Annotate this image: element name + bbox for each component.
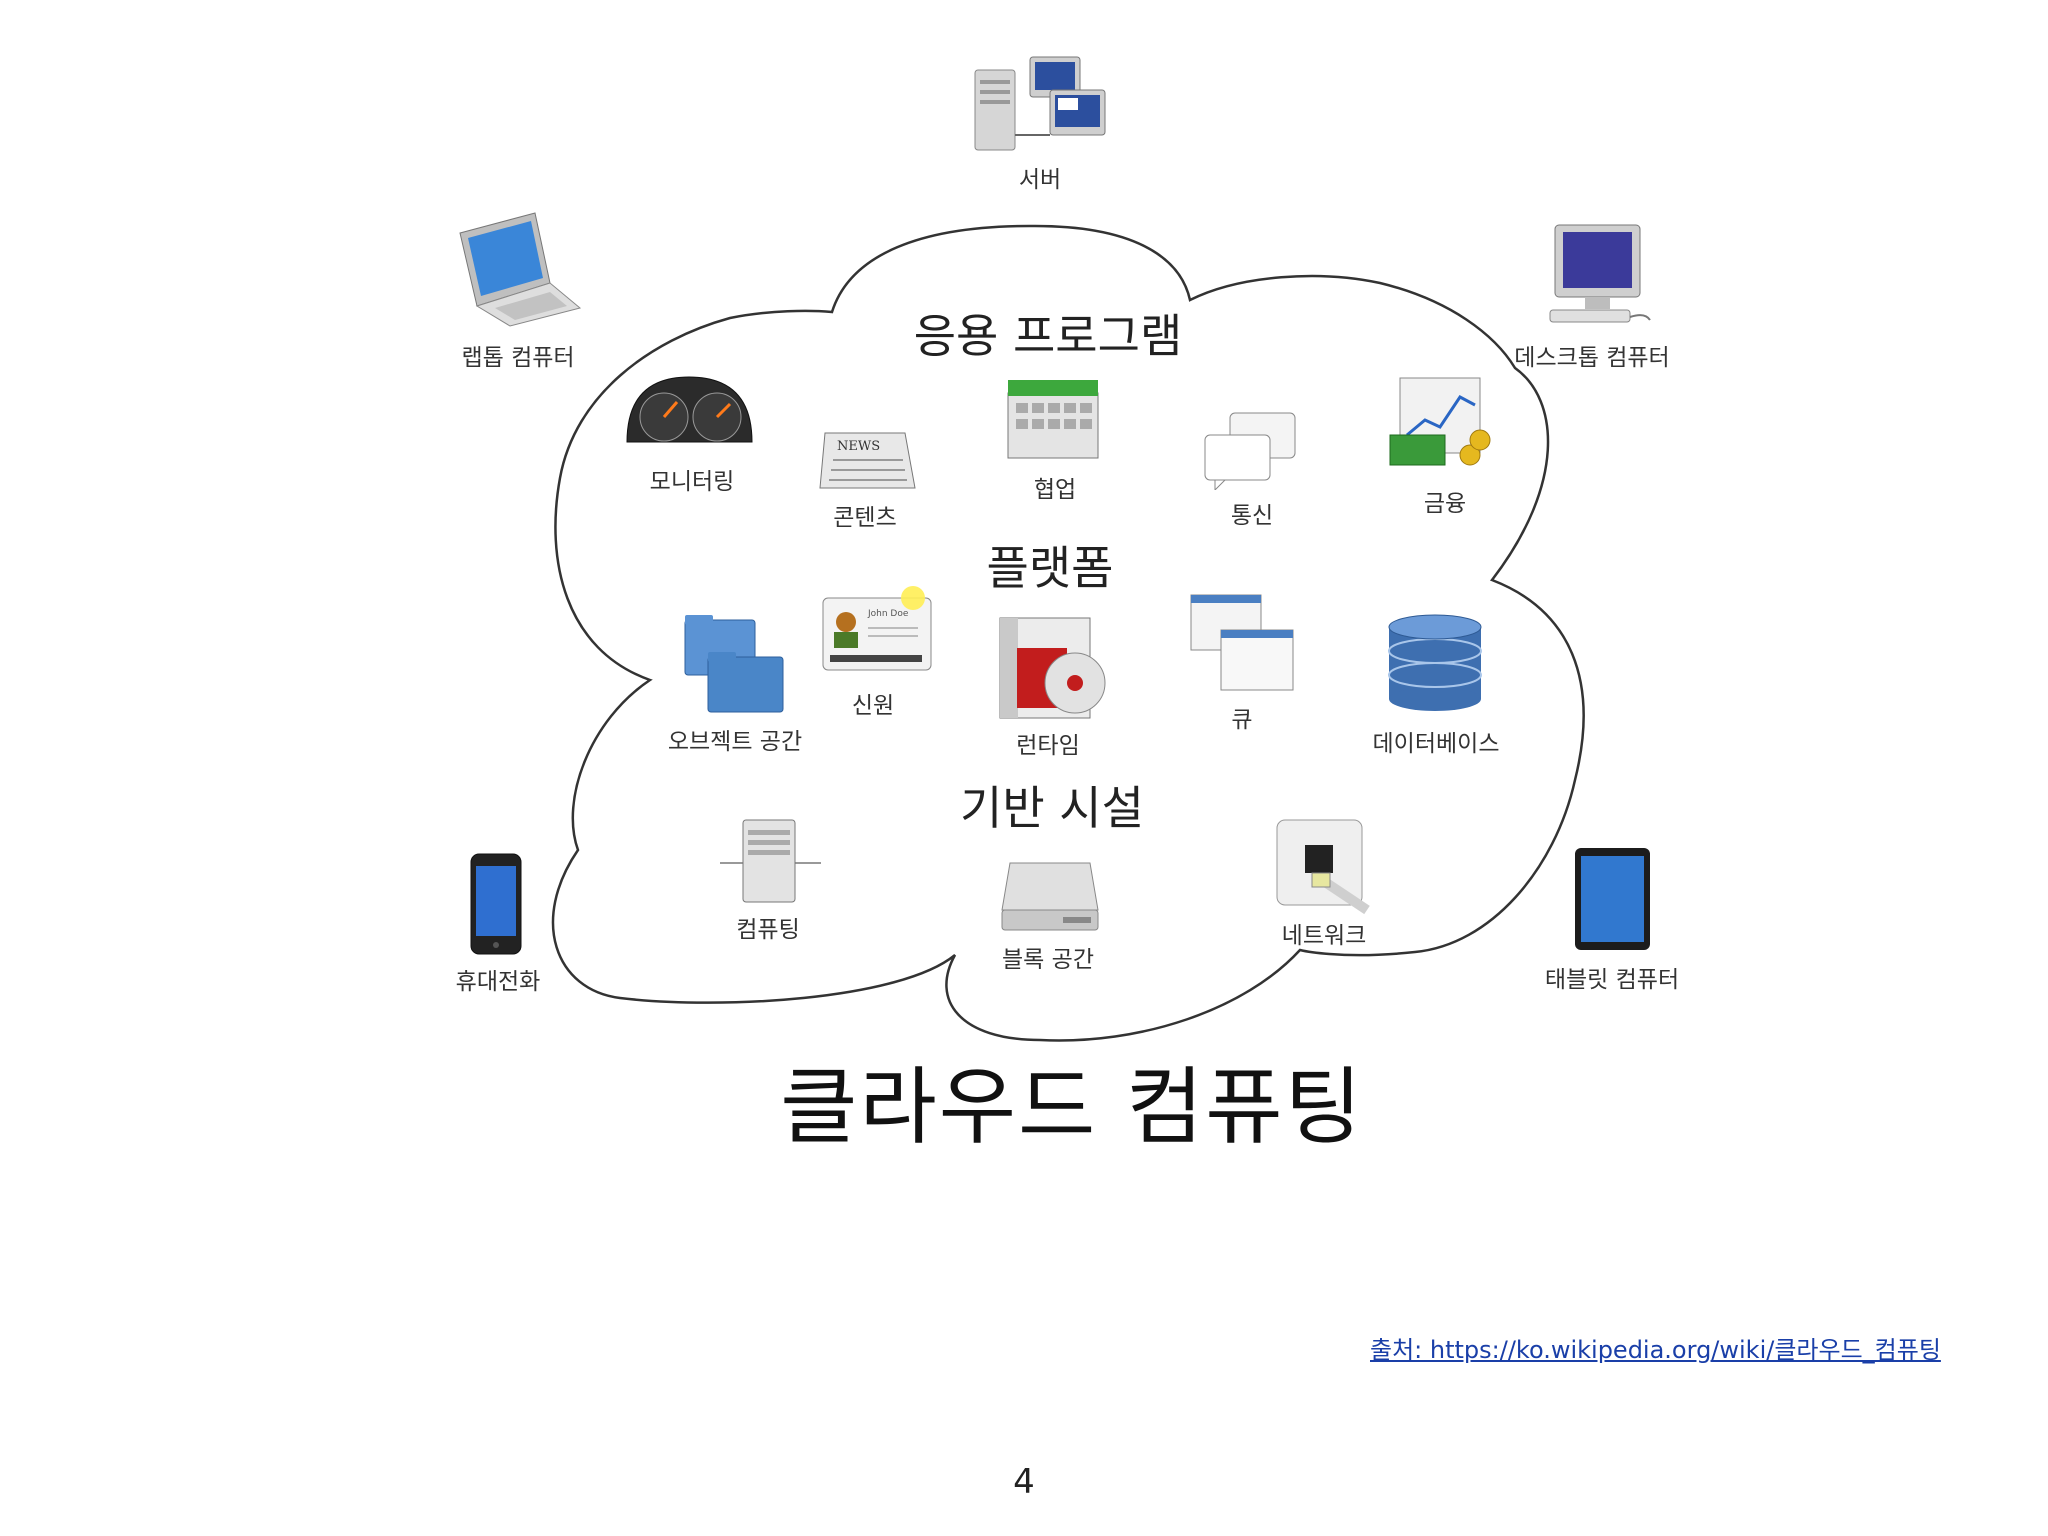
- id-card-icon: John Doe: [822, 586, 932, 671]
- label-identity: 신원: [851, 693, 895, 719]
- section-title-platform: 플랫폼: [986, 541, 1114, 595]
- page-number: 4: [1013, 1462, 1035, 1502]
- phone-icon: [470, 853, 522, 955]
- label-server: 서버: [1018, 167, 1062, 193]
- database-icon: [1388, 614, 1482, 711]
- section-title-infrastructure: 기반 시설: [960, 781, 1144, 835]
- section-title-applications: 응용 프로그램: [913, 309, 1183, 363]
- source-link[interactable]: 출처: https://ko.wikipedia.org/wiki/클라우드_컴…: [1370, 1336, 1941, 1364]
- label-finance: 금융: [1423, 491, 1467, 517]
- tablet-icon: [1575, 848, 1650, 950]
- calendar-icon: [1007, 380, 1099, 459]
- network-port-icon: [1276, 819, 1370, 915]
- finance-chart-icon: [1389, 377, 1491, 466]
- server-icon: [974, 56, 1106, 151]
- queue-windows-icon: [1190, 594, 1294, 691]
- label-network: 네트워크: [1281, 923, 1367, 949]
- newspaper-heading: NEWS: [837, 439, 880, 454]
- label-database: 데이터베이스: [1372, 731, 1500, 757]
- label-desktop: 데스크톱 컴퓨터: [1514, 345, 1670, 371]
- label-tablet: 태블릿 컴퓨터: [1544, 967, 1680, 993]
- label-phone: 휴대전화: [455, 969, 541, 995]
- label-collaboration: 협업: [1033, 477, 1077, 503]
- label-object-storage: 오브젝트 공간: [667, 729, 803, 755]
- compute-server-icon: [720, 819, 821, 903]
- label-queue: 큐: [1231, 707, 1253, 733]
- label-communication: 통신: [1230, 503, 1274, 529]
- diagram-title: 클라우드 컴퓨팅: [780, 1058, 1364, 1156]
- label-content: 콘텐츠: [833, 505, 897, 531]
- label-laptop: 랩톱 컴퓨터: [461, 345, 575, 371]
- label-block-storage: 블록 공간: [1002, 947, 1094, 973]
- label-runtime: 런타임: [1016, 733, 1080, 759]
- laptop-icon: [459, 212, 582, 327]
- label-monitoring: 모니터링: [649, 469, 735, 495]
- gauge-icon: [626, 376, 753, 443]
- newspaper-icon: NEWS: [819, 432, 916, 489]
- label-compute: 컴퓨팅: [736, 917, 800, 943]
- desktop-icon: [1549, 224, 1651, 323]
- hard-disk-icon: [1001, 862, 1099, 931]
- folders-icon: [684, 615, 784, 713]
- chat-bubbles-icon: [1204, 412, 1296, 490]
- runtime-package-icon: [999, 617, 1106, 719]
- id-card-name: John Doe: [867, 609, 909, 619]
